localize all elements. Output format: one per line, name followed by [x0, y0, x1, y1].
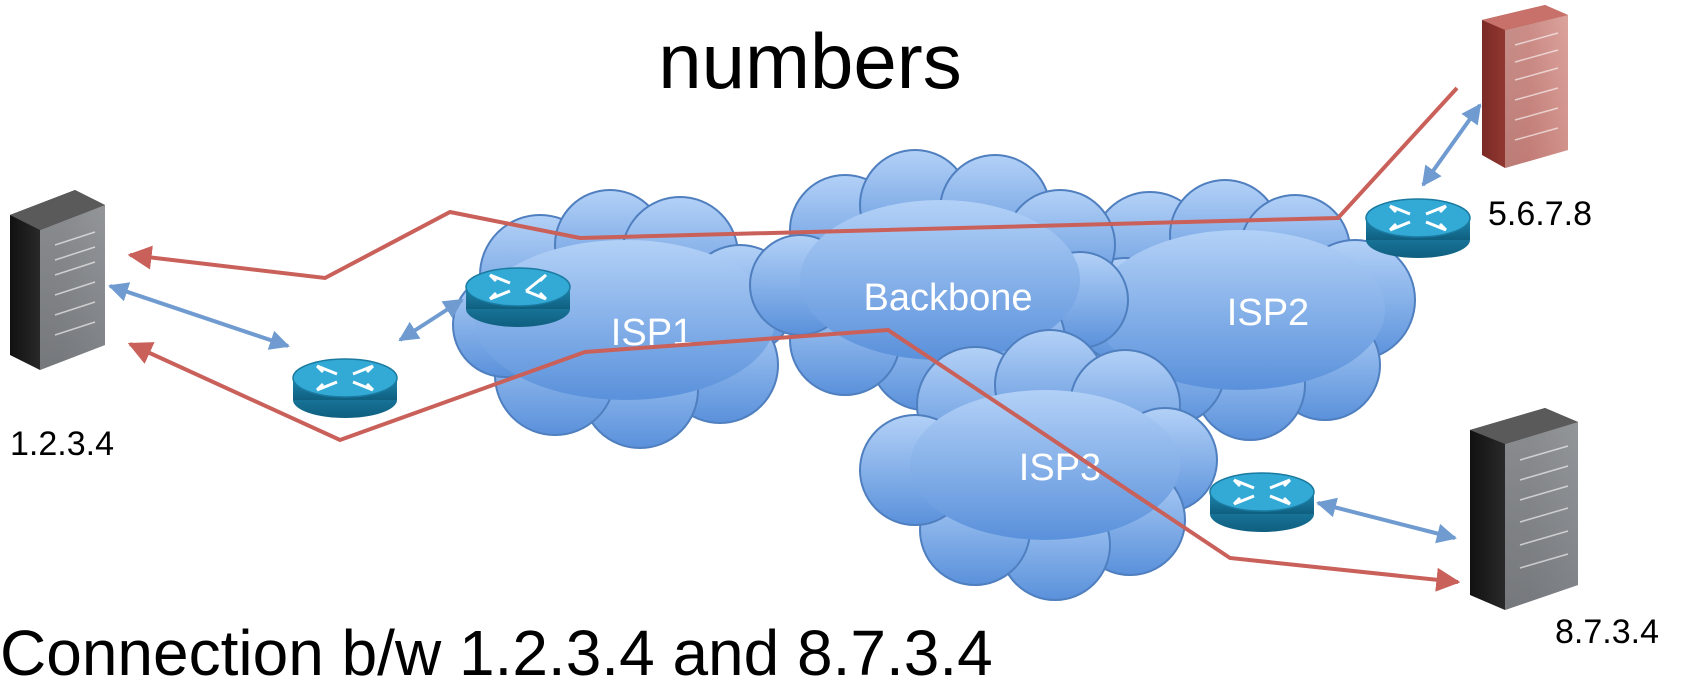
server-tower-icon — [10, 190, 105, 370]
link-server-left-router — [108, 282, 290, 350]
router-icon — [1365, 198, 1471, 258]
slide-caption: Connection b/w 1.2.3.4 and 8.7.3.4 — [0, 617, 993, 686]
link-router-bottom-right-server — [1316, 497, 1457, 544]
route-to-8-7-3-4 — [127, 327, 1461, 592]
link-router-router — [398, 298, 464, 342]
router-icon — [292, 358, 398, 418]
cloud-label-isp3: ISP3 — [1019, 447, 1101, 489]
host-label-top-right: 5.6.7.8 — [1488, 195, 1592, 233]
cloud-label-backbone: Backbone — [863, 277, 1032, 319]
host-label-left: 1.2.3.4 — [10, 425, 114, 463]
router-icon — [1209, 472, 1315, 532]
server-tower-icon — [1482, 5, 1568, 168]
router-icon — [465, 267, 571, 327]
route-to-5-6-7-8 — [127, 86, 1459, 281]
slide-title: numbers — [658, 17, 961, 105]
link-router-top-right-server — [1421, 103, 1482, 187]
cloud-label-isp2: ISP2 — [1227, 292, 1309, 334]
server-tower-icon — [1470, 408, 1578, 610]
host-label-bottom-right: 8.7.3.4 — [1555, 613, 1659, 651]
